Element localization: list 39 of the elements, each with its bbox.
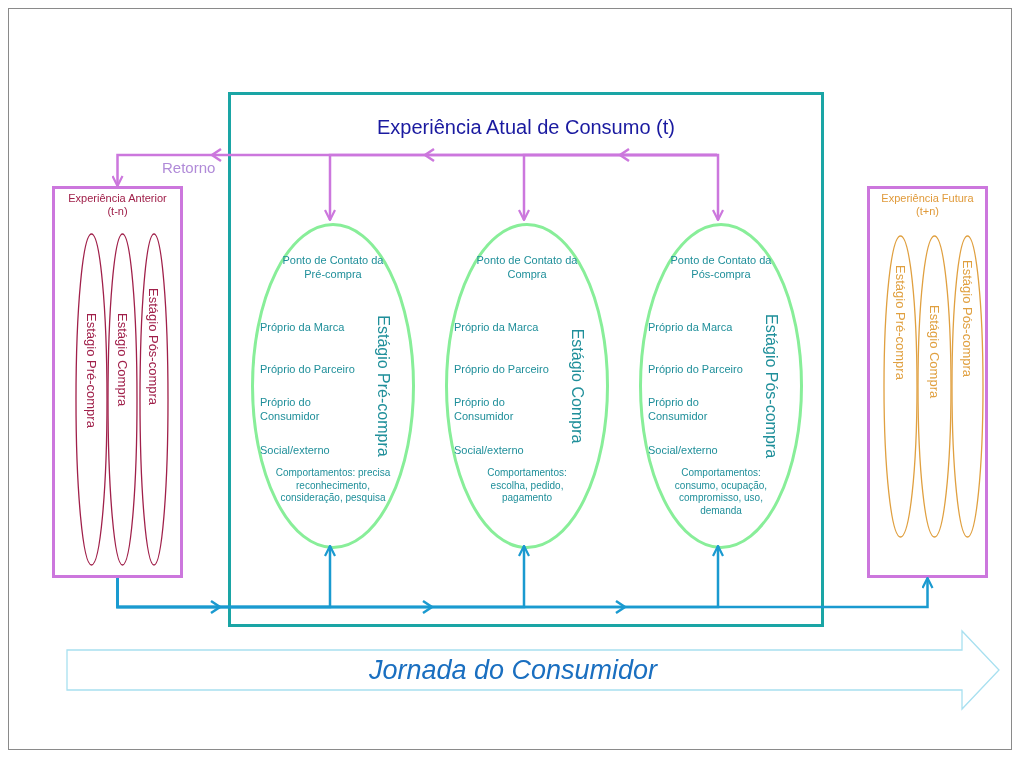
behaviors-text: Comportamentos: escolha, pedido, pagamento	[486, 467, 568, 505]
behaviors-text: Comportamentos: consumo, ocupação, compromisso, uso, demanda	[673, 467, 769, 517]
touchpoint-item: Social/externo	[260, 444, 331, 458]
box-title: Experiência Atual de Consumo (t)	[377, 115, 675, 139]
touchpoint-item: Próprio do Consumidor	[260, 396, 321, 424]
box-title: Experiência Anterior	[68, 192, 167, 206]
box-title: (t-n)	[107, 205, 128, 219]
touchpoint-item: Próprio da Marca	[454, 321, 540, 335]
touchpoint-item: Próprio do Parceiro	[454, 363, 550, 377]
touchpoint-item: Próprio da Marca	[648, 321, 734, 335]
touchpoint-item: Próprio do Consumidor	[454, 396, 515, 424]
connector-arrow	[116, 576, 934, 609]
touchpoint-item: Próprio do Parceiro	[648, 363, 744, 377]
behaviors-text: Comportamentos: precisa reconhecimento, consideração, pesquisa	[275, 467, 391, 505]
touchpoint-item: Próprio do Consumidor	[648, 396, 709, 424]
stage-label: Estágio Compra	[569, 328, 585, 444]
stage-label: Estágio Pré-compra	[375, 315, 391, 457]
stage-label: Estágio Pós-compra	[147, 288, 160, 406]
touchpoint-heading: Ponto de Contato da Compra	[475, 254, 579, 282]
stage-label: Estágio Pré-compra	[84, 313, 98, 428]
connector-arrow	[711, 153, 725, 222]
stage-label: Estágio Compra	[115, 313, 129, 407]
touchpoint-item: Social/externo	[454, 444, 525, 458]
touchpoint-heading: Ponto de Contato da Pré-compra	[281, 254, 385, 282]
stage-label: Estágio Pré-compra	[893, 265, 907, 380]
touchpoint-heading: Ponto de Contato da Pós-compra	[669, 254, 773, 282]
box-title: Experiência Futura	[881, 192, 974, 206]
frame-box	[867, 186, 988, 578]
frame-box	[52, 186, 183, 578]
touchpoint-item: Social/externo	[648, 444, 719, 458]
touchpoint-item: Próprio da Marca	[260, 321, 346, 335]
connector-arrow	[111, 153, 717, 188]
box-title: (t+n)	[916, 205, 939, 219]
journey-label: Jornada do Consumidor	[368, 654, 658, 687]
stage-label: Estágio Pós-compra	[763, 313, 779, 459]
stage-label: Estágio Pós-compra	[960, 260, 974, 378]
touchpoint-item: Próprio do Parceiro	[260, 363, 356, 377]
stage-label: Estágio Compra	[927, 305, 941, 399]
frame-box	[228, 92, 824, 627]
